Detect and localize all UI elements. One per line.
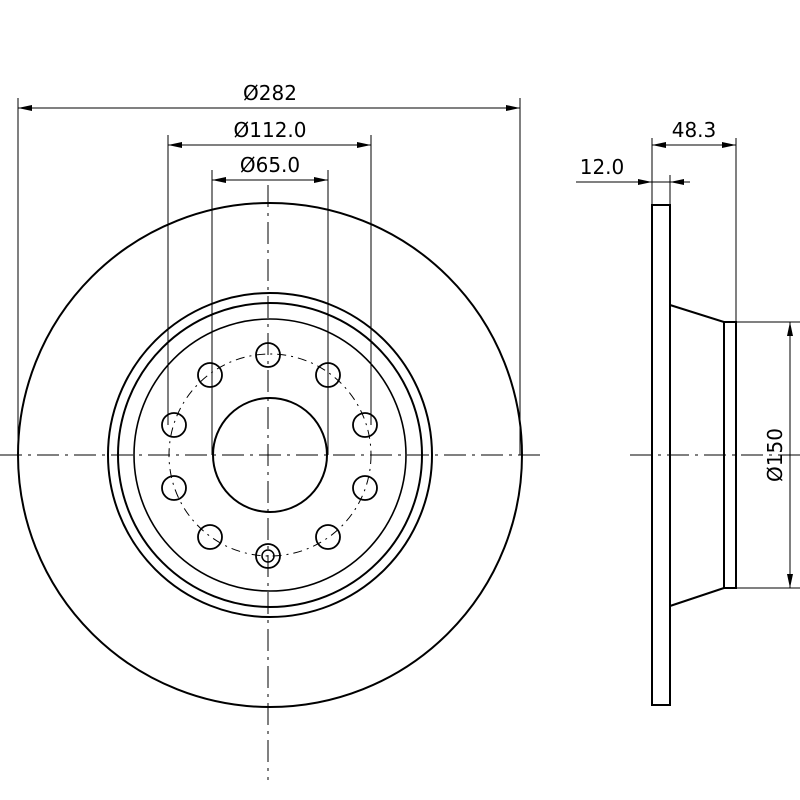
hub-outer-ring (107, 292, 433, 618)
dimension-label-outer-diameter: Ø282 (243, 81, 297, 105)
dimension-total-height: 48.3 (652, 118, 736, 148)
bolt-hole (197, 362, 223, 388)
dimension-outer-diameter: Ø282 (18, 81, 520, 111)
bolt-hole (352, 412, 378, 438)
bolt-hole (352, 475, 378, 501)
dimension-center-bore: Ø65.0 (212, 153, 328, 183)
dimension-label-center-bore: Ø65.0 (240, 153, 300, 177)
bolt-hole (197, 524, 223, 550)
dimension-label-hub-diameter: Ø150 (763, 428, 787, 482)
bolt-hole (315, 524, 341, 550)
hub-face-ring (133, 318, 407, 592)
dimension-label-total-height: 48.3 (672, 118, 717, 142)
dimension-label-bolt-circle: Ø112.0 (234, 118, 307, 142)
dimension-label-disc-thickness: 12.0 (580, 155, 625, 179)
bolt-hole (161, 412, 187, 438)
front-view: Ø282 Ø112.0 Ø65.0 (0, 81, 540, 780)
side-view: 48.3 12.0 Ø150 (576, 118, 800, 706)
dimension-hub-diameter: Ø150 (763, 322, 793, 588)
bolt-hole (161, 475, 187, 501)
dimension-bolt-circle: Ø112.0 (168, 118, 371, 148)
dimension-disc-thickness: 12.0 (576, 155, 690, 185)
